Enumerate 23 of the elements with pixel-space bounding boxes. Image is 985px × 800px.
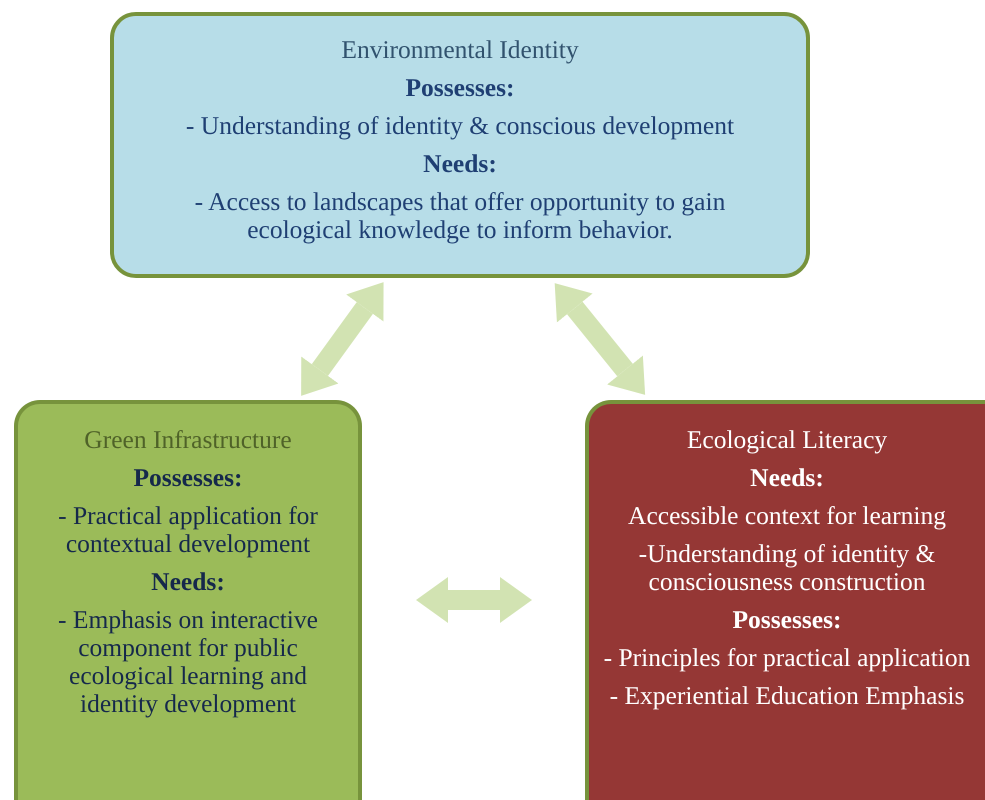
body-text: -Understanding of identity & consciousness construction xyxy=(638,540,936,596)
double-arrow xyxy=(301,282,384,396)
section-heading: Needs: xyxy=(150,568,226,596)
rounded-box xyxy=(585,400,985,800)
box-title: Green Infrastructure xyxy=(83,426,293,454)
box-title: Environmental Identity xyxy=(340,36,580,64)
body-text: - Experiential Education Emphasis xyxy=(608,682,966,710)
body-text: Accessible context for learning xyxy=(627,502,947,530)
body-text: - Access to landscapes that offer opportunity to gain ecological knowledge to inform behavior. xyxy=(194,188,726,244)
box-title: Ecological Literacy xyxy=(686,426,888,454)
section-heading: Possesses: xyxy=(132,464,244,492)
section-heading: Possesses: xyxy=(404,74,516,102)
double-arrow xyxy=(554,283,646,395)
body-text: - Principles for practical application xyxy=(602,644,972,672)
body-text: - Practical application for contextual development xyxy=(57,502,319,558)
body-text: - Emphasis on interactive component for public ecological learning and identity development xyxy=(57,606,319,718)
double-arrow xyxy=(416,577,532,623)
rounded-box xyxy=(110,12,810,278)
section-heading: Needs: xyxy=(422,150,498,178)
section-heading: Possesses: xyxy=(731,606,843,634)
section-heading: Needs: xyxy=(749,464,825,492)
rounded-box xyxy=(14,400,362,800)
body-text: - Understanding of identity & conscious development xyxy=(184,112,736,140)
